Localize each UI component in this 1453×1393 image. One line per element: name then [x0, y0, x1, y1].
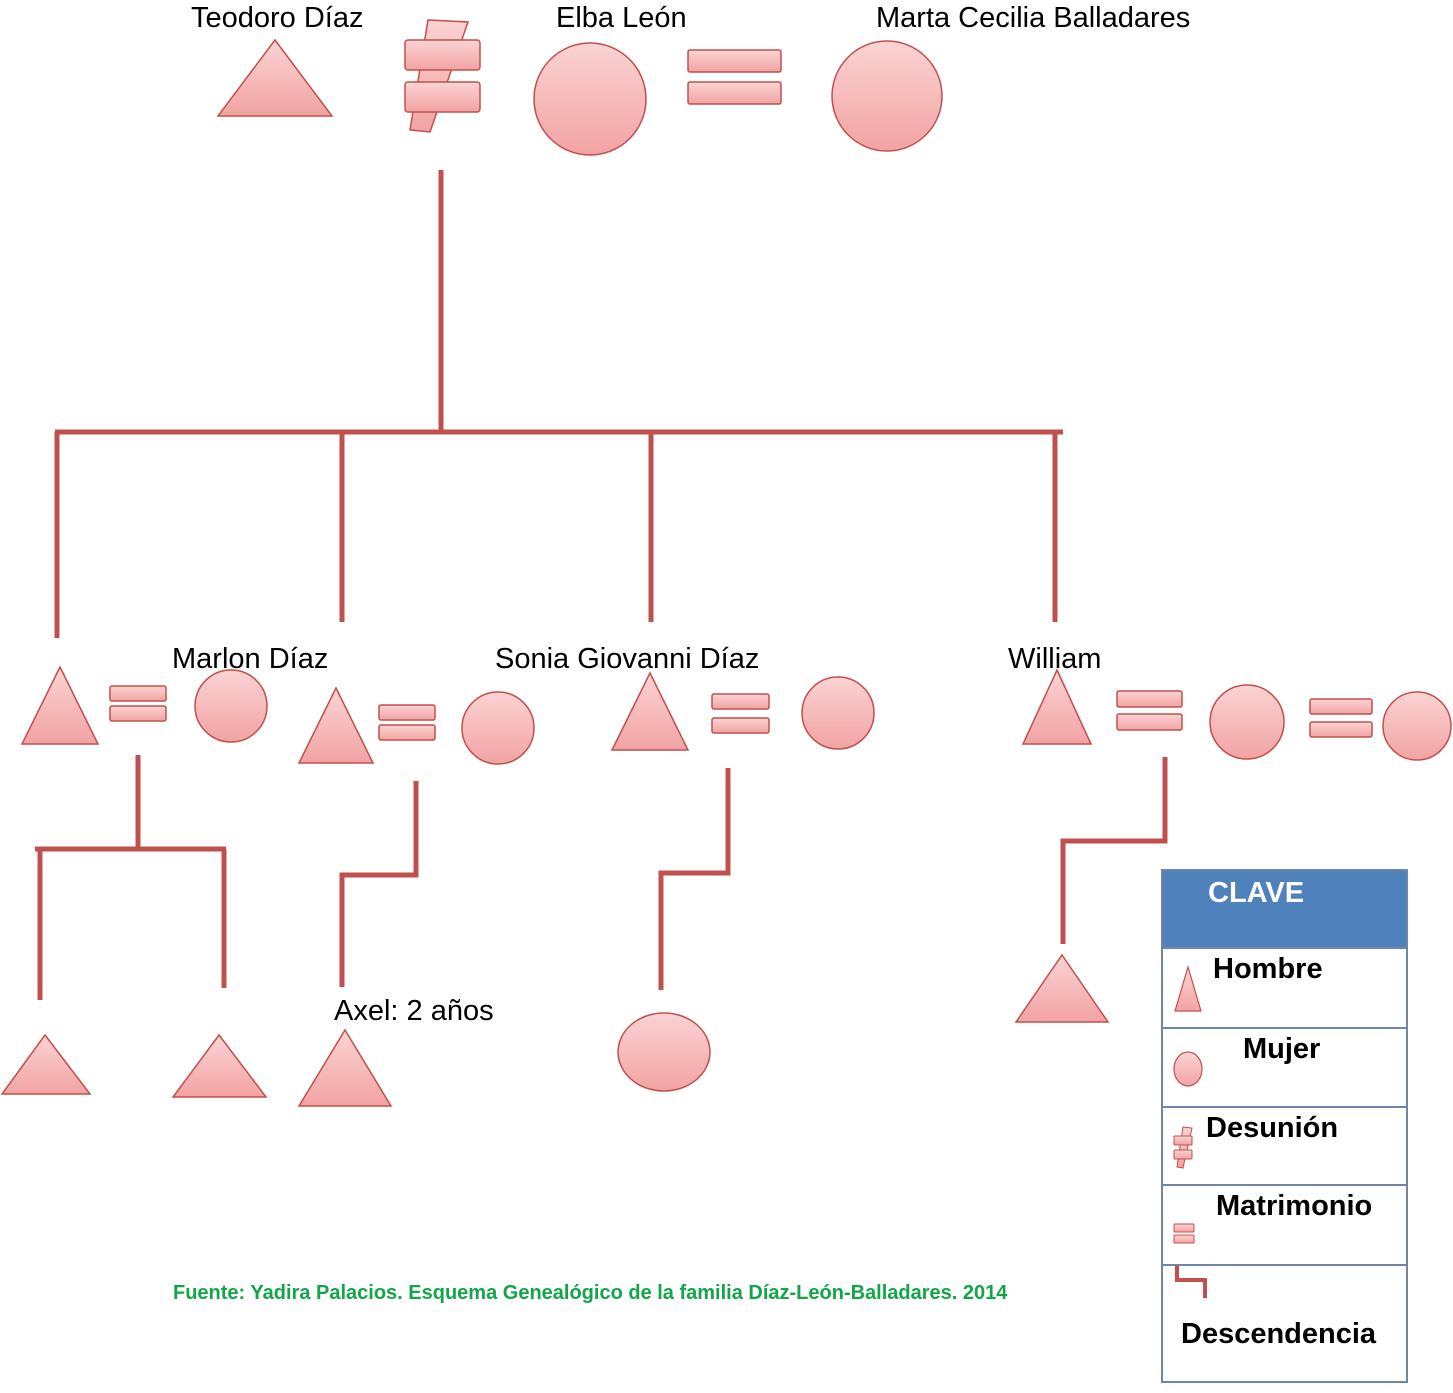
legend-row-desunion: Desunión [1163, 1106, 1406, 1184]
circle-icon [1173, 1051, 1203, 1087]
label-sonia: Sonia Giovanni Díaz [495, 643, 760, 675]
william-wife1-female-symbol [1209, 684, 1285, 760]
legend-label-descendencia: Descendencia [1181, 1318, 1377, 1350]
label-marta: Marta Cecilia Balladares [876, 2, 1191, 34]
marriage-symbol-william-1 [1116, 690, 1183, 731]
william-male-symbol [1021, 668, 1093, 745]
marriage-symbol-son1 [109, 685, 167, 722]
sonia-female-symbol [801, 676, 875, 750]
label-william: William [1008, 643, 1102, 675]
descent-lines-gen1 [54, 170, 1063, 638]
legend-header: CLAVE [1163, 871, 1406, 947]
teodoro-male-symbol [216, 38, 334, 117]
legend-label-desunion: Desunión [1206, 1112, 1339, 1144]
grandson1-male-symbol [0, 1033, 92, 1095]
legend-row-descendencia: Descendencia [1163, 1264, 1406, 1383]
legend-box: CLAVE Hombre Mujer Desunión M [1161, 869, 1408, 1383]
legend-label-hombre: Hombre [1213, 953, 1323, 985]
legend-title: CLAVE [1208, 877, 1305, 909]
marriage-symbol-marlon [378, 704, 436, 741]
sonia-husband-male-symbol [610, 671, 690, 751]
triangle-icon [1174, 965, 1202, 1012]
equal-icon [1173, 1223, 1195, 1244]
divorce-symbol [404, 19, 481, 133]
william-wife2-female-symbol [1382, 691, 1452, 761]
label-teodoro: Teodoro Díaz [191, 2, 364, 34]
legend-row-mujer: Mujer [1163, 1027, 1406, 1106]
marriage-symbol-gen1 [687, 49, 782, 105]
label-elba: Elba León [556, 2, 687, 34]
marriage-symbol-sonia [711, 693, 770, 734]
marlon-wife-female-symbol [461, 691, 535, 765]
grandson2-male-symbol [171, 1033, 268, 1098]
granddaughter-female-symbol [617, 1012, 711, 1092]
legend-row-hombre: Hombre [1163, 947, 1406, 1027]
legend-label-mujer: Mujer [1243, 1033, 1321, 1065]
marta-female-symbol [831, 40, 943, 152]
marriage-symbol-william-2 [1309, 698, 1373, 738]
elba-female-symbol [533, 42, 647, 156]
marlon-male-symbol [297, 686, 375, 764]
axel-male-symbol [297, 1028, 393, 1107]
descent-lines-gen2 [35, 755, 1168, 1000]
son1-male-symbol [20, 665, 100, 745]
legend-label-matrimonio: Matrimonio [1216, 1190, 1373, 1222]
not-equal-icon [1173, 1126, 1193, 1169]
son1-wife-female-symbol [194, 669, 268, 743]
legend-row-matrimonio: Matrimonio [1163, 1184, 1406, 1264]
william-son-male-symbol [1014, 953, 1110, 1023]
descent-line-icon [1175, 1266, 1207, 1298]
label-marlon: Marlon Díaz [172, 643, 329, 675]
label-axel: Axel: 2 años [334, 995, 494, 1027]
source-note: Fuente: Yadira Palacios. Esquema Genealó… [173, 1282, 1008, 1304]
